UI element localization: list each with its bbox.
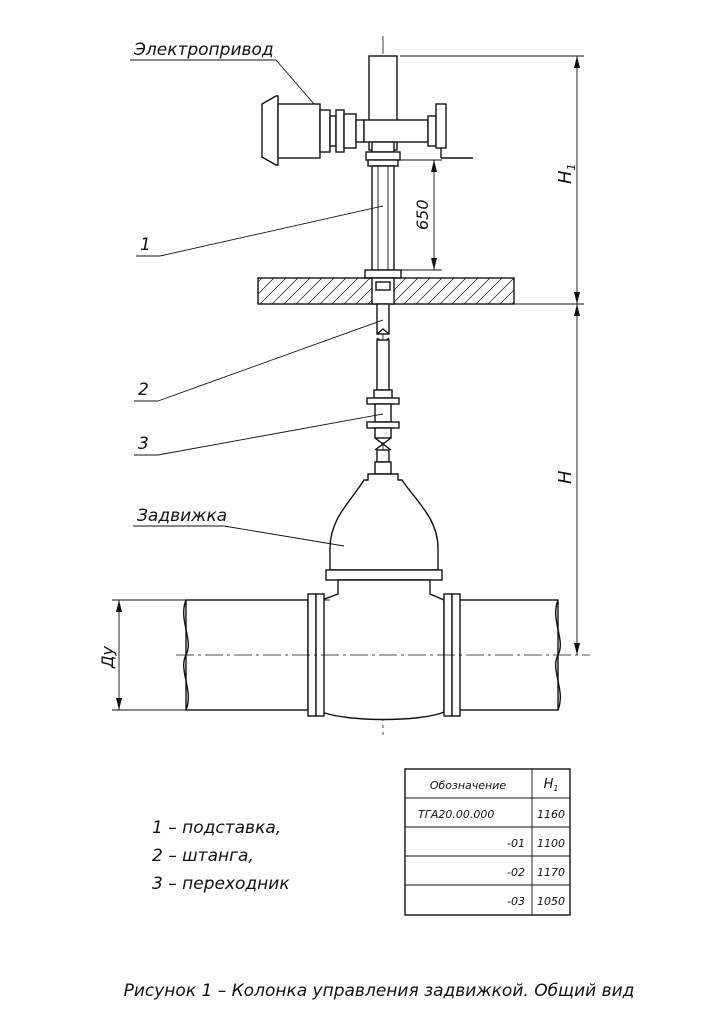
label-part-2: 2 — [138, 380, 149, 400]
dimension-du — [112, 599, 186, 711]
table-header-h1-letter: H — [544, 777, 554, 792]
dimension-h — [574, 304, 580, 655]
label-part-3: 3 — [138, 434, 149, 454]
dimension-h1-label: H1 — [555, 163, 578, 184]
table-row-4-designation: -03 — [507, 895, 525, 908]
gate-valve — [321, 473, 445, 721]
label-electric-drive: Электропривод — [133, 40, 274, 60]
leader-part-2 — [134, 319, 384, 402]
figure-caption: Рисунок 1 – Колонка управления задвижкой… — [124, 981, 635, 1001]
table-header-h1-subscript: 1 — [553, 784, 558, 793]
leader-gate-valve — [133, 525, 345, 547]
table-row-2-h1: 1100 — [537, 837, 565, 850]
legend-item-1: 1 – подставка, — [152, 818, 281, 838]
table-row-3-designation: -02 — [507, 866, 525, 879]
adapter — [366, 397, 400, 475]
dimension-650 — [392, 159, 442, 271]
table-row-4-h1: 1050 — [537, 895, 565, 908]
floor-slab — [257, 277, 515, 305]
legend-item-3: 3 – переходник — [152, 874, 290, 894]
leader-part-1 — [136, 205, 384, 257]
dimension-du-label: Ду — [98, 646, 117, 670]
stand-column — [364, 165, 402, 279]
table-row-1-h1: 1160 — [537, 808, 565, 821]
dimension-650-label: 650 — [413, 199, 432, 230]
dimension-h-label: H — [555, 470, 576, 484]
dimension-h1-letter: H — [555, 170, 576, 184]
label-part-1: 1 — [140, 235, 151, 255]
table-row-1-designation: ТГА20.00.000 — [418, 808, 494, 821]
electric-drive — [261, 55, 473, 167]
legend-item-2: 2 – штанга, — [152, 846, 254, 866]
variants-table — [404, 768, 571, 916]
dimension-h1-subscript: 1 — [565, 163, 578, 170]
label-gate-valve: Задвижка — [137, 506, 227, 526]
table-row-3-h1: 1170 — [537, 866, 565, 879]
leader-part-3 — [134, 413, 384, 456]
table-row-2-designation: -01 — [507, 837, 525, 850]
table-header-h1: H1 — [544, 777, 559, 793]
rod — [373, 303, 393, 399]
table-header-designation: Обозначение — [430, 779, 507, 792]
leader-electric-drive — [130, 59, 315, 105]
dimension-h1 — [400, 55, 584, 305]
